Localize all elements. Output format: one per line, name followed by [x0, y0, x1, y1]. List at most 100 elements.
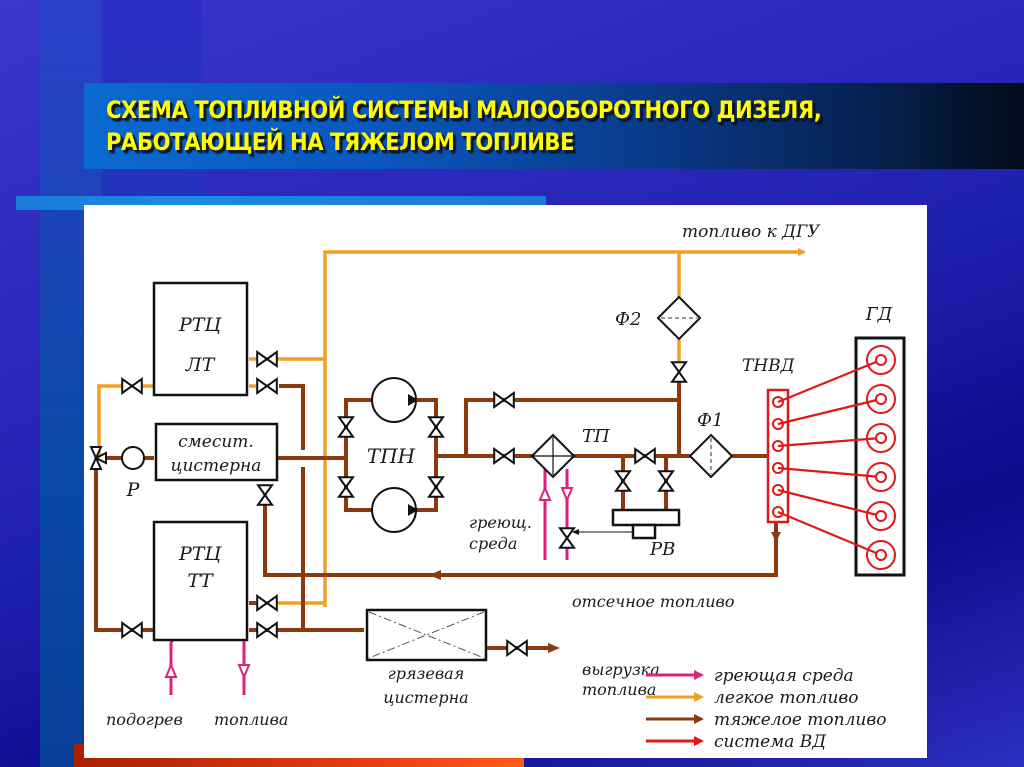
- valve-icon: [337, 416, 355, 438]
- label-heating-medium-1: греющ.: [469, 513, 532, 532]
- label-sludge-1: грязевая: [388, 664, 465, 683]
- valves: [121, 350, 688, 657]
- valve-icon: [121, 621, 143, 639]
- heating-arrow-up-1: [164, 662, 178, 678]
- filter-f2-icon: [656, 295, 702, 341]
- label-rtc-tt-2: ТТ: [187, 570, 214, 592]
- legend-label: легкое топливо: [714, 688, 859, 708]
- legend-arrow-icon: [694, 736, 704, 746]
- hp-line: [777, 358, 882, 404]
- three-way-valve-icon: [89, 446, 107, 470]
- arrow-down-tnvd: [771, 532, 781, 542]
- title-bar: [84, 83, 1024, 169]
- legend-item: легкое топливо: [646, 688, 859, 708]
- tnvd-ports: [772, 396, 784, 518]
- cylinder-icon: [866, 501, 896, 531]
- label-f1: Ф1: [697, 410, 723, 431]
- label-rv: РВ: [649, 539, 675, 560]
- pipe-heavy-left: [94, 467, 154, 632]
- legend-label: греющая среда: [714, 666, 854, 686]
- pipe-tpn-lower-in: [344, 458, 374, 512]
- valve-icon: [427, 416, 445, 438]
- label-gd: ГД: [865, 304, 893, 325]
- hp-line: [777, 397, 882, 426]
- tank-sludge: [365, 608, 488, 662]
- label-tnvd: ТНВД: [742, 356, 796, 376]
- valve-icon: [121, 377, 143, 395]
- valve-icon: [558, 527, 576, 549]
- label-tp: ТП: [582, 426, 610, 447]
- cylinder-icon: [866, 384, 896, 414]
- tank-rtc-lt: [152, 281, 249, 397]
- pipe-spill-return: [263, 505, 778, 577]
- label-f2: Ф2: [615, 309, 641, 330]
- pipe-light-main: [323, 250, 794, 607]
- hp-injection-lines: [777, 358, 882, 557]
- cylinder-icon: [866, 540, 896, 570]
- legend-item: тяжелое топливо: [646, 710, 887, 730]
- filter-f1-icon: [688, 433, 734, 479]
- label-fuel-heating-1: подогрев: [106, 710, 183, 729]
- valve-icon: [506, 639, 528, 657]
- label-fuel-heating-2: топлива: [214, 710, 288, 729]
- hp-pump-tnvd: [766, 388, 790, 524]
- cylinder-icon: [866, 462, 896, 492]
- valve-icon: [256, 484, 274, 506]
- rv-control-arrow: [572, 529, 579, 535]
- cylinder-icon: [866, 423, 896, 453]
- pipe-heavy-bypass: [464, 379, 681, 456]
- tank-rtc-tt: [152, 520, 249, 642]
- valve-icon: [427, 476, 445, 498]
- label-spill-fuel: отсечное топливо: [572, 592, 734, 611]
- label-heating-medium-2: среда: [469, 534, 517, 553]
- label-mixing-2: цистерна: [171, 456, 262, 476]
- legend-arrow-icon: [694, 670, 704, 680]
- label-sludge-2: цистерна: [383, 688, 468, 707]
- heating-arrow-up-2: [538, 485, 552, 501]
- hp-line: [777, 436, 882, 448]
- main-engine-gd: [854, 336, 906, 577]
- hp-line: [777, 510, 882, 557]
- legend-item: греющая среда: [646, 666, 854, 686]
- diagram-panel: РТЦ ЛТ смесит. цистерна РТЦ ТТ грязевая …: [84, 205, 927, 758]
- pipe-tpn-upper-in: [344, 398, 374, 458]
- valve-icon: [256, 350, 278, 368]
- label-mixing-1: смесит.: [178, 432, 254, 452]
- valve-icon: [493, 391, 515, 409]
- legend-item: система ВД: [646, 732, 827, 752]
- viscosity-regulator-sensor: [631, 523, 657, 540]
- valve-icon: [337, 476, 355, 498]
- valve-icon: [670, 361, 688, 383]
- pump-tpn-lower-icon: [371, 487, 418, 533]
- pipe-heavy-rtc-lt-down: [279, 384, 305, 450]
- arrow-unload: [548, 643, 560, 653]
- cylinder-icon: [866, 345, 896, 375]
- valve-icon: [256, 594, 278, 612]
- label-pump-r: Р: [126, 479, 141, 501]
- valve-icon: [256, 377, 278, 395]
- title-line-2: РАБОТАЮЩЕЙ НА ТЯЖЕЛОМ ТОПЛИВЕ: [106, 128, 575, 156]
- engine-cylinders: [866, 345, 896, 570]
- viscosity-regulator-rv: [611, 508, 681, 527]
- label-fuel-unload-1: выгрузка: [582, 660, 660, 679]
- slide-title: СХЕМА ТОПЛИВНОЙ СИСТЕМЫ МАЛООБОРОТНОГО Д…: [106, 94, 907, 158]
- label-fuel-to-dgu: топливо к ДГУ: [682, 222, 821, 242]
- pump-r-icon: [121, 446, 145, 470]
- title-line-1: СХЕМА ТОПЛИВНОЙ СИСТЕМЫ МАЛООБОРОТНОГО Д…: [106, 96, 822, 124]
- hp-line: [777, 466, 882, 479]
- label-rtc-lt-2: ЛТ: [185, 354, 216, 376]
- label-rtc-lt-1: РТЦ: [178, 314, 222, 336]
- pump-tpn-upper-icon: [371, 377, 418, 423]
- tank-mixing: [154, 422, 279, 482]
- valve-icon: [614, 470, 632, 492]
- arrow-spill-left: [429, 570, 441, 580]
- legend-arrow-icon: [694, 714, 704, 724]
- heater-tp-icon: [530, 433, 576, 479]
- legend-label: система ВД: [714, 732, 827, 752]
- legend-label: тяжелое топливо: [714, 710, 887, 730]
- pipe-light-left: [97, 384, 154, 455]
- valve-icon: [634, 447, 656, 465]
- heating-arrow-down-1: [237, 664, 251, 680]
- legend-arrow-icon: [694, 692, 704, 702]
